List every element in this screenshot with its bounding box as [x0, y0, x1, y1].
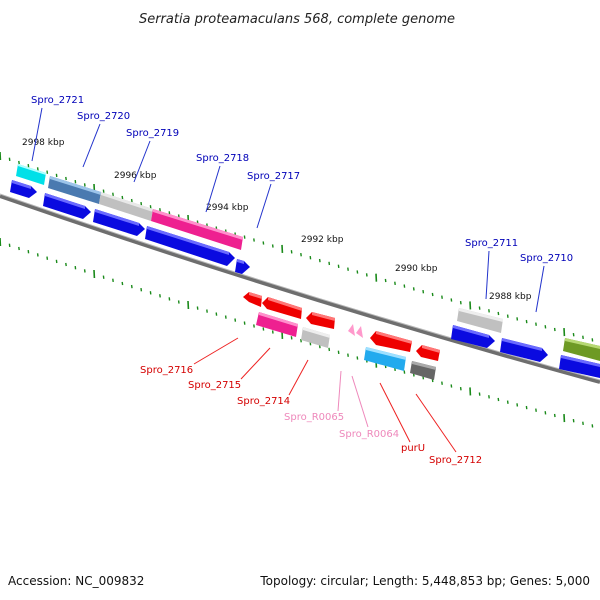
map-title: Serratia proteamaculans 568, complete ge… [139, 12, 455, 27]
gene-feature-spro-2715-cog[interactable] [256, 312, 298, 337]
cds-arrow-spro-2717[interactable] [235, 259, 250, 274]
gene-label[interactable]: Spro_2718 [196, 153, 249, 164]
gene-label[interactable]: purU [401, 443, 425, 454]
leader-line [205, 165, 221, 213]
gene-feature-unnamed-cog[interactable] [563, 338, 600, 361]
scale-label: 2996 kbp [114, 171, 157, 181]
gene-feature-spro-2711-cog[interactable] [457, 308, 503, 333]
leader-line [337, 370, 342, 412]
gene-arrow-pur-u[interactable] [370, 331, 412, 352]
rna-arrow-spro-r0065[interactable] [348, 324, 355, 336]
genome-backbone [0, 194, 600, 384]
cds-arrow-spro-2721[interactable] [10, 180, 37, 198]
gene-feature-spro-2720-cog[interactable] [48, 176, 101, 204]
gene-label[interactable]: Spro_R0064 [339, 429, 399, 440]
gene-label[interactable]: Spro_2712 [429, 455, 482, 466]
leader-line [535, 265, 545, 313]
cds-arrow-spro-2710[interactable] [500, 338, 548, 362]
gene-label[interactable]: Spro_2721 [31, 95, 84, 106]
gene-feature-spro-2721-cog[interactable] [16, 164, 46, 185]
rna-arrow-spro-r0064[interactable] [356, 326, 363, 338]
gene-labels: Spro_2721 Spro_2720 Spro_2719 Spro_2718 … [31, 95, 573, 466]
gene-arrow-spro-2714[interactable] [306, 312, 335, 329]
scale-label: 2998 kbp [22, 138, 65, 148]
accession-text: Accession: NC_009832 [8, 574, 144, 588]
scale-label: 2988 kbp [489, 292, 532, 302]
scale-label: 2992 kbp [301, 235, 344, 245]
scale-label: 2990 kbp [395, 264, 438, 274]
top-cog-features [16, 164, 600, 361]
gene-feature-spro-2712-cog[interactable] [410, 361, 436, 380]
gene-label[interactable]: Spro_2710 [520, 253, 573, 264]
scale-label: 2994 kbp [206, 203, 249, 213]
bottom-cog-features [256, 312, 436, 380]
genome-backbone-highlight [0, 193, 600, 381]
leader-line [240, 347, 271, 380]
leader-line [288, 359, 309, 396]
leader-line [133, 140, 151, 183]
gene-label[interactable]: Spro_2716 [140, 365, 193, 376]
gene-feature-spro-2718-cog[interactable] [151, 209, 243, 250]
gene-label[interactable]: Spro_2715 [188, 380, 241, 391]
cds-arrow-spro-2711[interactable] [451, 325, 495, 348]
gene-label[interactable]: Spro_2714 [237, 396, 290, 407]
gene-arrow-spro-2716[interactable] [243, 292, 262, 307]
cds-arrow-spro-2718[interactable] [145, 226, 235, 266]
leader-line [82, 123, 101, 168]
gene-label[interactable]: Spro_2711 [465, 238, 518, 249]
gene-label[interactable]: Spro_2720 [77, 111, 130, 122]
gene-arrow-spro-2715[interactable] [262, 297, 302, 319]
gene-feature-pur-u-cog[interactable] [364, 347, 406, 371]
gene-label[interactable]: Spro_2717 [247, 171, 300, 182]
scale-labels: 2998 kbp 2996 kbp 2994 kbp 2992 kbp 2990… [22, 138, 532, 302]
cds-arrow-unnamed[interactable] [559, 355, 600, 378]
gene-feature-spro-2719-cog[interactable] [99, 192, 153, 221]
gene-feature-spro-2714-cog[interactable] [301, 327, 330, 348]
gene-label[interactable]: Spro_R0065 [284, 412, 344, 423]
cds-arrow-spro-2719[interactable] [93, 209, 145, 236]
leader-line [256, 183, 272, 229]
top-cds-arrows [10, 180, 600, 378]
gene-label[interactable]: Spro_2719 [126, 128, 179, 139]
leader-line [485, 250, 490, 300]
leader-lines [31, 107, 545, 453]
cds-arrow-spro-2720[interactable] [43, 193, 91, 219]
leader-line [193, 337, 239, 365]
summary-text: Topology: circular; Length: 5,448,853 bp… [259, 574, 590, 588]
gene-arrow-spro-2712[interactable] [416, 345, 440, 361]
leader-line [415, 393, 457, 453]
leader-line [351, 375, 369, 428]
leader-line [31, 107, 43, 162]
leader-line [379, 382, 411, 443]
bottom-gene-arrows [243, 292, 440, 361]
